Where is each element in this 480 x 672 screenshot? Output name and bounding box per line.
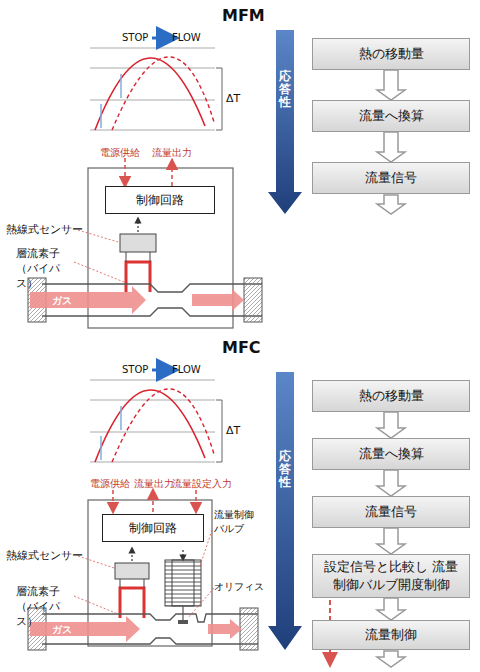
part-label: ΔT <box>226 92 240 105</box>
box-text-group: 流量へ換算 <box>359 445 424 463</box>
box-label: 流量へ換算 <box>359 107 424 125</box>
box-label: 流量へ換算 <box>359 445 424 463</box>
box-text-group: 熱の移動量 <box>359 387 424 405</box>
part-label: 電源供給 <box>100 146 140 160</box>
part-label: 流量出力 <box>152 146 192 160</box>
flow-arrow <box>377 528 405 554</box>
process-box: 流量信号 <box>312 162 470 194</box>
box-text-group: 流量へ換算 <box>359 107 424 125</box>
process-box: 流量へ換算 <box>312 100 470 132</box>
part-label: 流量制御 バルブ <box>214 508 260 536</box>
box-text-group: 流量信号 <box>365 503 417 521</box>
box-label: 流量信号 <box>365 503 417 521</box>
part-label: 熱線式センサー <box>6 548 83 563</box>
part-label: 層流素子 （バイパス） <box>16 584 78 629</box>
box-text-group: 熱の移動量 <box>359 45 424 63</box>
section-title: MFM <box>222 6 265 25</box>
output-arrow <box>377 651 405 667</box>
part-label: ΔT <box>226 424 240 437</box>
part-label: 流量設定入力 <box>172 477 232 491</box>
output-arrow <box>377 195 405 214</box>
flow-arrow <box>377 412 405 438</box>
process-box: 設定信号と比較し 流量制御バルブ開度制御 <box>312 554 470 598</box>
box-label: 流量信号 <box>365 169 417 187</box>
part-label: STOP <box>122 32 148 43</box>
process-box: 流量へ換算 <box>312 438 470 470</box>
box-label: 制御回路 <box>129 520 177 537</box>
part-label: ガス <box>52 623 72 637</box>
part-label: 電源供給 <box>90 477 130 491</box>
box-text-group: 制御回路 <box>129 520 177 537</box>
part-label: STOP <box>122 364 148 375</box>
box-text-group: 流量制御 <box>365 626 417 644</box>
process-box: 流量信号 <box>312 496 470 528</box>
flow-arrow <box>377 132 405 162</box>
box-text-group: 流量信号 <box>365 169 417 187</box>
box-label: 熱の移動量 <box>359 45 424 63</box>
response-arrow <box>268 30 302 214</box>
part-label: FLOW <box>172 364 201 375</box>
process-box: 熱の移動量 <box>312 380 470 412</box>
axis-label: 応答性 <box>279 450 291 490</box>
part-label: 熱線式センサー <box>6 222 83 237</box>
response-arrow <box>268 372 302 650</box>
section-title: MFC <box>222 338 261 357</box>
box-label: 制御回路 <box>136 192 184 209</box>
process-box: 流量制御 <box>312 620 470 650</box>
box-text-group: 制御回路 <box>136 192 184 209</box>
part-label: ガス <box>52 294 72 308</box>
control-circuit-box: 制御回路 <box>102 514 204 542</box>
graph <box>90 370 222 462</box>
flow-arrow <box>377 70 405 100</box>
part-label: FLOW <box>172 32 201 43</box>
box-label: 設定信号と比較し 流量制御バルブ開度制御 <box>319 558 463 593</box>
part-label: オリフィス <box>214 580 264 594</box>
process-box: 熱の移動量 <box>312 38 470 70</box>
flow-arrow <box>377 470 405 496</box>
part-label: 流量出力 <box>134 477 174 491</box>
box-label: 流量制御 <box>365 626 417 644</box>
control-circuit-box: 制御回路 <box>105 186 215 214</box>
graph <box>90 38 222 130</box>
box-label: 熱の移動量 <box>359 387 424 405</box>
mfm-device <box>28 158 262 328</box>
flow-arrow <box>377 598 405 620</box>
axis-label: 応答性 <box>279 70 291 110</box>
box-text-group: 設定信号と比較し 流量制御バルブ開度制御 <box>319 558 463 593</box>
part-label: 層流素子 （バイパス） <box>16 246 78 291</box>
